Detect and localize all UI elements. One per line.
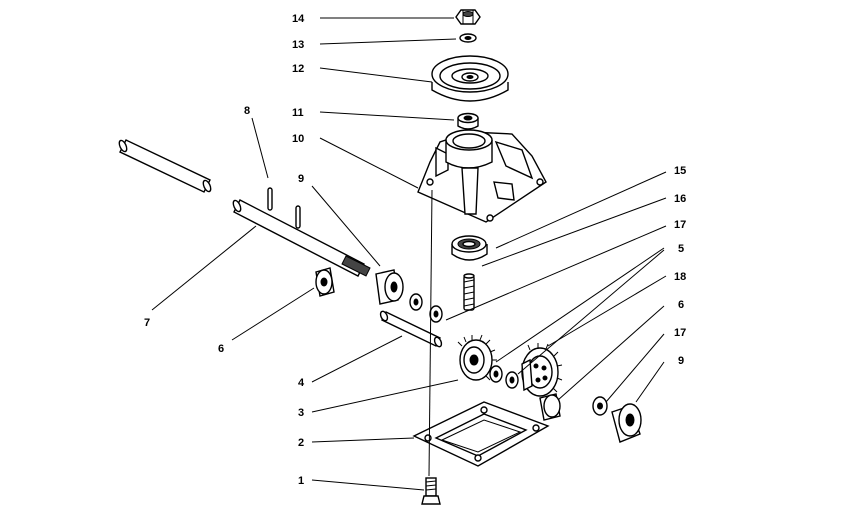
part-11-spacer <box>457 112 479 130</box>
part-7-axle <box>118 139 371 277</box>
callout-16: 16 <box>674 193 686 205</box>
part-8-pins <box>267 187 301 229</box>
part-6-bushing-right <box>539 393 561 421</box>
callout-4: 4 <box>298 377 305 389</box>
leader-lines <box>151 17 667 491</box>
callout-15: 15 <box>674 165 686 177</box>
callout-11: 11 <box>292 107 304 119</box>
assembly-axis-line <box>428 189 433 477</box>
part-15-bearing <box>451 235 488 261</box>
part-1-bolt <box>421 477 441 505</box>
callout-18: 18 <box>674 271 686 283</box>
part-2-cover-plate <box>412 401 550 467</box>
callout-5: 5 <box>678 243 684 255</box>
part-12-pulley <box>431 55 509 102</box>
callout-6-left: 6 <box>218 343 224 355</box>
part-4-shaft <box>379 310 443 348</box>
part-13-washer <box>459 33 477 43</box>
callout-17-bottom: 17 <box>674 327 686 339</box>
callout-10: 10 <box>292 133 304 145</box>
part-14-nut <box>455 9 481 25</box>
part-6-bushing-left <box>315 267 335 297</box>
washers-left <box>409 293 443 323</box>
callout-2: 2 <box>298 437 304 449</box>
callout-12: 12 <box>292 63 304 75</box>
part-10-housing <box>417 129 547 223</box>
callout-6-right: 6 <box>678 299 684 311</box>
part-17-washer-right <box>592 396 608 416</box>
callout-14: 14 <box>292 13 305 25</box>
part-5-worm <box>463 273 475 311</box>
callout-9-right: 9 <box>678 355 684 367</box>
callout-8: 8 <box>244 105 250 117</box>
part-3-gear <box>457 334 497 381</box>
callout-7: 7 <box>144 317 150 329</box>
part-18-clutch-gear <box>521 343 563 397</box>
callout-13: 13 <box>292 39 304 51</box>
washers-middle <box>489 365 519 389</box>
part-9-bushing-left <box>375 269 404 305</box>
callout-1: 1 <box>298 475 304 487</box>
callout-3: 3 <box>298 407 304 419</box>
part-9-bushing-right <box>611 403 642 443</box>
callout-17-top: 17 <box>674 219 686 231</box>
callout-9-left: 9 <box>298 173 304 185</box>
callout-labels: 14 13 12 11 10 8 9 7 6 15 16 17 5 18 6 1… <box>144 13 686 487</box>
